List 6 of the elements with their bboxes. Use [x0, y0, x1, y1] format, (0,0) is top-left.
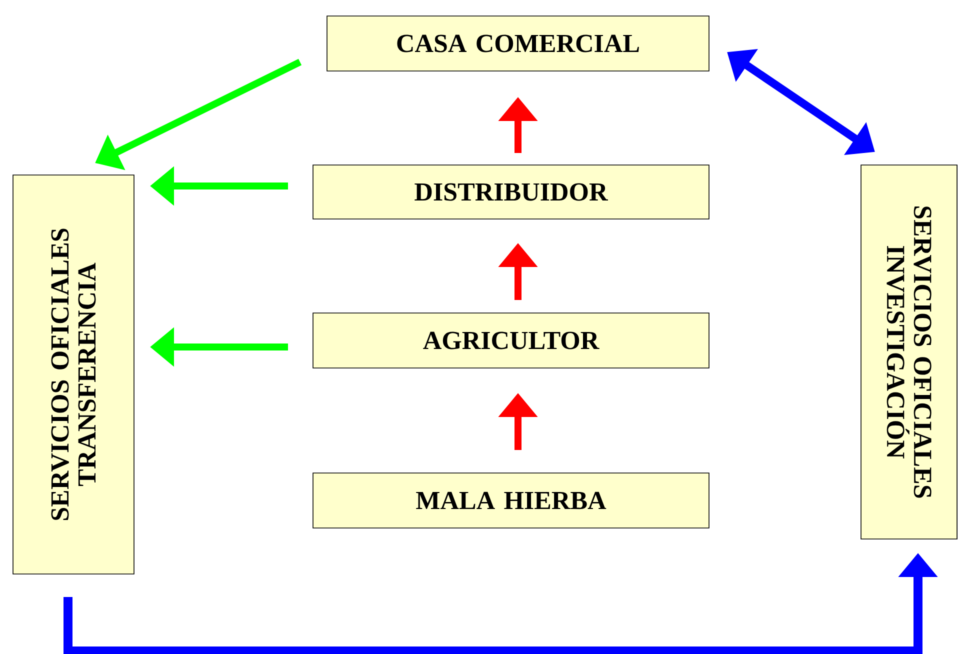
process-box: MALA HIERBA [312, 472, 710, 528]
vertical-box: SERVICIOS OFICIALES TRANSFERENCIA [12, 174, 134, 574]
process-box: CASA COMERCIAL [326, 16, 710, 72]
process-box: AGRICULTOR [312, 312, 710, 368]
process-box: DISTRIBUIDOR [312, 164, 710, 220]
vertical-box: SERVICIOS OFICIALES INVESTIGACIÓN [860, 164, 958, 540]
